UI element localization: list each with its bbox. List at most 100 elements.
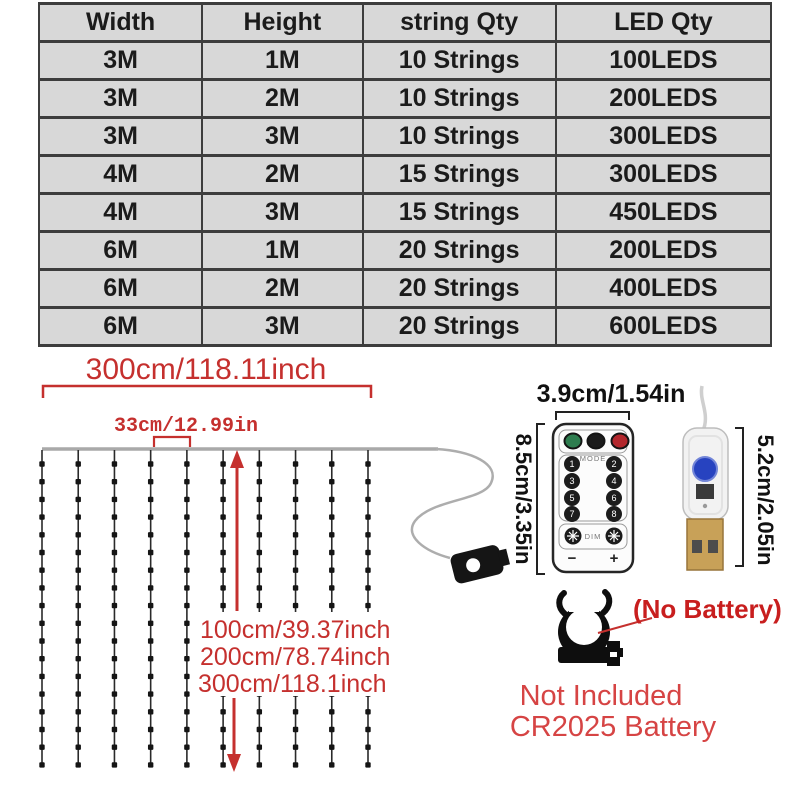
- remote-mode-button-3[interactable]: [564, 473, 580, 489]
- led-strings: [39, 450, 371, 768]
- table-header-cell: string Qty: [361, 2, 557, 43]
- led-dot: [365, 514, 371, 520]
- led-dot: [256, 585, 263, 591]
- led-dot: [147, 602, 154, 609]
- table-cell: 200LEDS: [554, 230, 773, 271]
- led-dot: [329, 567, 335, 573]
- led-dot: [147, 461, 154, 467]
- remote-mode-button-8[interactable]: [606, 506, 622, 522]
- led-dot: [292, 549, 299, 556]
- table-cell: 20 Strings: [361, 306, 557, 347]
- led-dot: [292, 567, 299, 573]
- remote-button-number: 6: [611, 493, 616, 503]
- led-dot: [184, 532, 190, 538]
- remote-mode-button-1[interactable]: [564, 456, 580, 472]
- table-header-cell: Width: [37, 2, 204, 43]
- led-dot: [329, 744, 335, 750]
- led-dot: [147, 709, 154, 715]
- remote-minus-label: −: [568, 550, 577, 567]
- led-dot: [184, 673, 190, 680]
- led-dot: [39, 585, 45, 591]
- led-dot: [220, 585, 226, 591]
- remote-timer-button[interactable]: [586, 432, 606, 450]
- battery-clip: [556, 589, 623, 666]
- remote-mode-button-4[interactable]: [606, 473, 622, 489]
- led-dot: [39, 496, 45, 503]
- led-dot: [256, 549, 263, 556]
- led-dot: [256, 744, 263, 750]
- led-dot: [184, 762, 190, 768]
- led-dot: [75, 514, 81, 520]
- led-dot: [184, 620, 190, 626]
- led-dot: [111, 620, 118, 626]
- led-dot: [147, 549, 154, 556]
- led-dot: [184, 496, 190, 503]
- remote-button-number: 4: [611, 476, 616, 486]
- remote-width-bracket: [555, 411, 630, 420]
- led-dot: [292, 496, 299, 503]
- led-dot: [39, 532, 45, 538]
- led-dot: [365, 461, 371, 467]
- remote-button-number: 8: [611, 509, 616, 519]
- led-dot: [329, 479, 335, 485]
- led-dot: [75, 585, 81, 591]
- table-cell: 20 Strings: [361, 230, 557, 271]
- usb-height-label: 5.2cm/2.05in: [753, 435, 778, 566]
- led-dot: [111, 726, 118, 733]
- remote-mode-button-2[interactable]: [606, 456, 622, 472]
- led-dot: [111, 514, 118, 520]
- led-dot: [256, 726, 263, 733]
- table-cell: 10 Strings: [361, 116, 557, 157]
- led-dot: [365, 585, 371, 591]
- led-dot: [39, 620, 45, 626]
- led-dot: [365, 726, 371, 733]
- table-cell: 15 Strings: [361, 192, 557, 233]
- segment-label: 33cm/12.99in: [114, 415, 258, 438]
- led-dot: [184, 479, 190, 485]
- led-dot: [329, 602, 335, 609]
- usb-height-bracket: [735, 427, 744, 567]
- led-dot: [111, 709, 118, 715]
- usb-controller: 5.2cm/2.05in: [682, 385, 778, 571]
- remote-mode-section: [558, 454, 628, 522]
- usb-plug-hole-right: [708, 540, 718, 553]
- remote-on-button[interactable]: [563, 432, 583, 450]
- remote-mode-label: MODE: [580, 454, 607, 463]
- battery-note-line2: CR2025 Battery: [510, 711, 717, 743]
- battery-pointer-line: [597, 617, 653, 634]
- remote-dim-up-button[interactable]: [605, 527, 623, 545]
- led-dot: [292, 762, 299, 768]
- remote-mode-button-5[interactable]: [564, 490, 580, 506]
- led-dot: [292, 461, 299, 467]
- led-dot: [111, 567, 118, 573]
- led-dot: [365, 479, 371, 485]
- led-dot: [184, 726, 190, 733]
- usb-plug-hole-left: [692, 540, 702, 553]
- table-cell: 10 Strings: [361, 78, 557, 119]
- led-dot: [39, 461, 45, 467]
- led-dot: [75, 532, 81, 538]
- led-dot: [39, 479, 45, 485]
- table-cell: 1M: [201, 40, 364, 81]
- table-header-cell: Height: [201, 2, 364, 43]
- led-dot: [39, 638, 45, 644]
- remote-mode-button-7[interactable]: [564, 506, 580, 522]
- remote-mode-button-6[interactable]: [606, 490, 622, 506]
- usb-mode-button[interactable]: [692, 456, 718, 482]
- led-dot: [220, 496, 226, 503]
- plug-connector: [450, 545, 511, 584]
- remote-height-bracket: [536, 423, 545, 575]
- remote-dim-down-button[interactable]: [564, 527, 582, 545]
- led-dot: [292, 532, 299, 538]
- curtain-width-label: 300cm/118.11inch: [86, 353, 327, 386]
- led-dot: [292, 744, 299, 750]
- remote-off-button[interactable]: [610, 432, 630, 450]
